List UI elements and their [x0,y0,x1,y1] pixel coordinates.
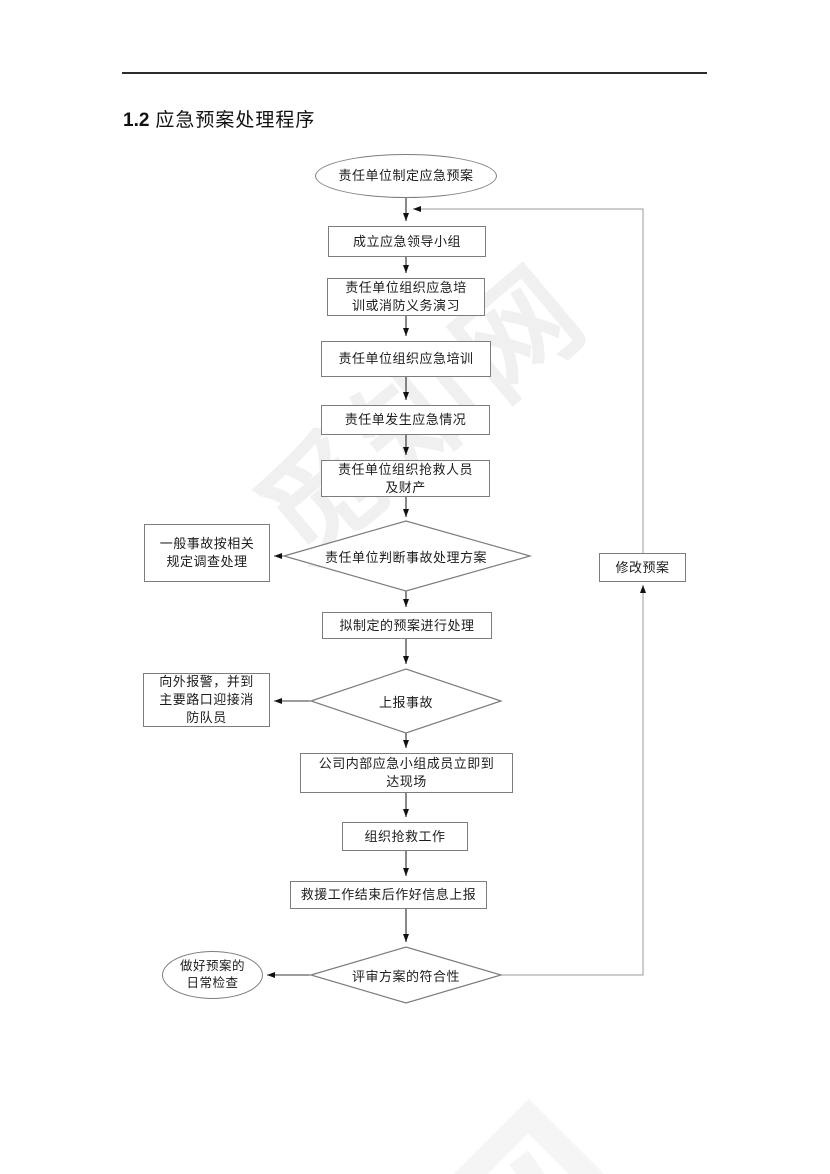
node-label: 救援工作结束后作好信息上报 [300,887,477,903]
node-label: 拟制定的预案进行处理 [339,617,475,633]
node-label: 责任单位制定应急预案 [338,168,474,184]
node-label: 责任单位组织应急培训 [338,351,474,367]
section-number: 1.2 [123,110,150,131]
process-revise-plan: 修改预案 [599,553,686,582]
process-report-info: 救援工作结束后作好信息上报 [290,881,487,909]
terminator-start: 责任单位制定应急预案 [315,154,497,198]
process-call-police: 向外报警，并到 主要路口迎接消 防队员 [143,673,270,727]
decision-judge-plan-label: 责任单位判断事故处理方案 [286,538,526,574]
decision-diamond-judge-plan [281,520,533,592]
node-label: 公司内部应急小组成员立即到 达现场 [318,756,495,789]
process-internal-team-arrive: 公司内部应急小组成员立即到 达现场 [300,753,513,793]
node-label: 责任单位判断事故处理方案 [324,549,487,565]
node-label: 成立应急领导小组 [352,233,461,249]
node-label: 责任单位组织抢救人员 及财产 [337,461,473,495]
edge-review-to-revise [501,585,646,976]
top-horizontal-rule [122,72,707,74]
process-setup-team: 成立应急领导小组 [328,226,486,257]
node-label: 向外报警，并到 主要路口迎接消 防队员 [159,674,254,725]
terminator-daily-check: 做好预案的 日常检查 [162,951,263,999]
process-org-training-drill: 责任单位组织应急培 训或消防义务演习 [327,278,485,316]
process-emergency-occurs: 责任单发生应急情况 [321,405,490,435]
node-label: 评审方案的符合性 [351,968,460,984]
decision-report-accident-label: 上报事故 [311,683,501,719]
node-label: 一般事故按相关 规定调查处理 [159,536,255,569]
node-label: 修改预案 [615,559,670,575]
decision-diamond-review-plan [308,946,504,1004]
node-label: 做好预案的 日常检查 [179,958,245,990]
process-rescue-people-property: 责任单位组织抢救人员 及财产 [321,460,490,497]
node-label: 责任单发生应急情况 [344,412,467,428]
edge-revise-to-start-junction [413,206,644,553]
process-handle-per-plan: 拟制定的预案进行处理 [322,612,492,639]
section-title-text: 应急预案处理程序 [155,110,316,131]
node-label: 上报事故 [378,694,433,710]
node-label: 责任单位组织应急培 训或消防义务演习 [345,280,467,313]
decision-diamond-report-accident [309,668,503,734]
process-org-training: 责任单位组织应急培训 [321,341,491,377]
process-organize-rescue: 组织抢救工作 [342,822,468,851]
decision-review-plan-label: 评审方案的符合性 [311,957,501,993]
node-label: 组织抢救工作 [364,828,446,844]
process-general-accident: 一般事故按相关 规定调查处理 [144,524,270,582]
